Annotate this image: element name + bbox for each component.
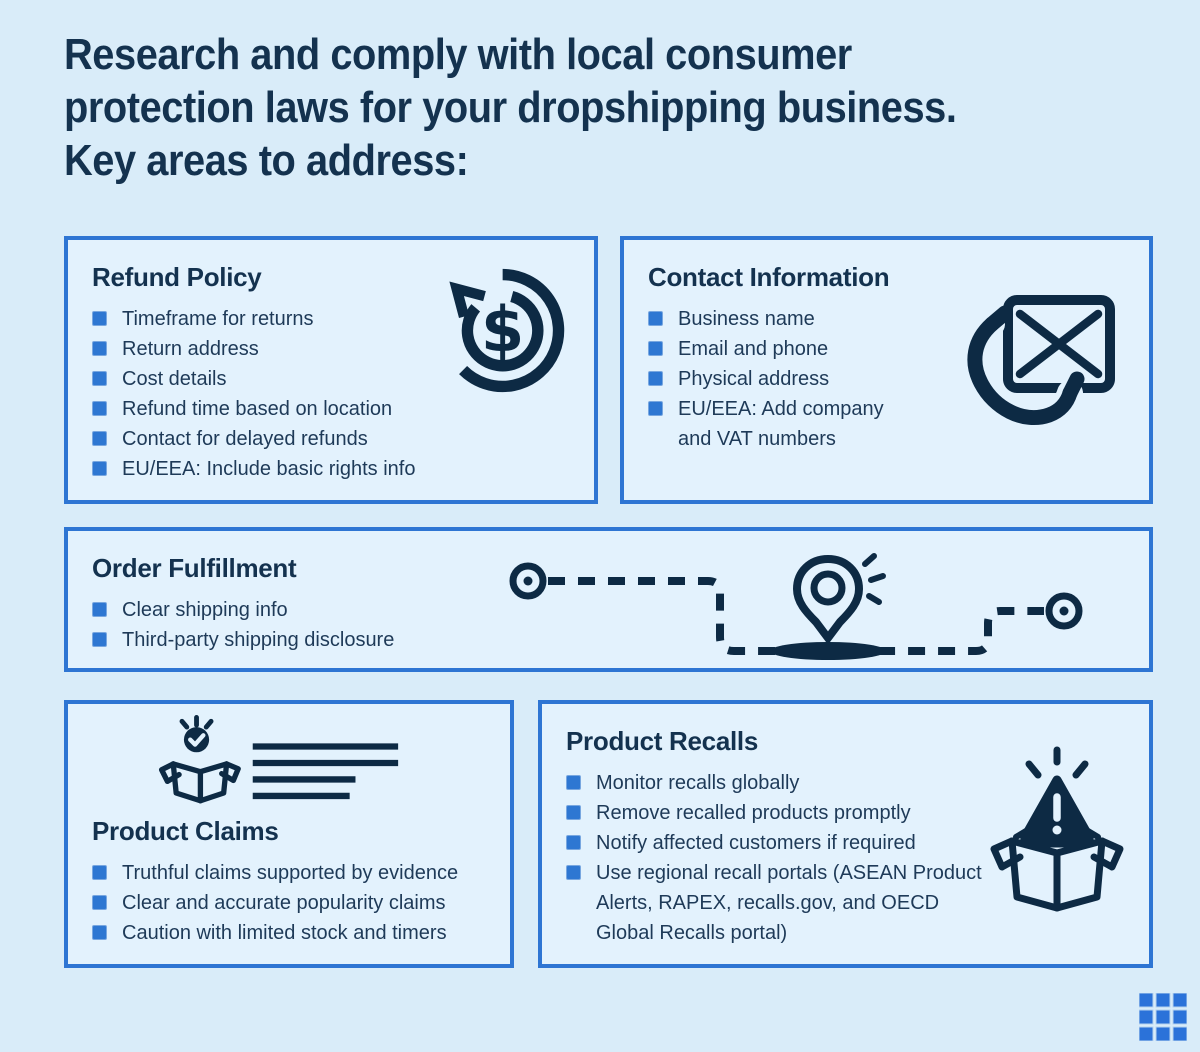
svg-text:$: $ — [481, 293, 524, 366]
grid-logo-icon — [1138, 992, 1188, 1042]
card-order-fulfillment: Order Fulfillment Clear shipping info Th… — [64, 527, 1153, 672]
list-item-text: Contact for delayed refunds — [122, 428, 368, 450]
bullet-square-icon — [566, 835, 581, 850]
bullet-square-icon — [92, 311, 107, 326]
bullet-list: Truthful claims supported by evidence Cl… — [92, 858, 486, 948]
list-item: Email and phone — [648, 334, 898, 364]
bullet-square-icon — [92, 371, 107, 386]
list-item: EU/EEA: Include basic rights info — [92, 454, 570, 484]
list-item: Cost details — [92, 364, 570, 394]
card-product-recalls: Product Recalls Monitor recalls globally… — [538, 700, 1153, 968]
list-item-text: Refund time based on location — [122, 398, 393, 420]
list-item-text: Use regional recall portals (ASEAN Produ… — [596, 862, 982, 944]
list-item-text: Cost details — [122, 368, 227, 390]
list-item-text: Remove recalled products promptly — [596, 802, 911, 824]
shipping-route-icon — [508, 551, 1108, 671]
list-item: Truthful claims supported by evidence — [92, 858, 486, 888]
list-item: Remove recalled products promptly — [566, 798, 990, 828]
bullet-square-icon — [566, 865, 581, 880]
refund-arrow-dollar-icon: $ — [426, 258, 571, 408]
list-item: EU/EEA: Add company and VAT numbers — [648, 394, 898, 454]
bullet-square-icon — [92, 602, 107, 617]
card-title: Product Claims — [92, 816, 279, 846]
list-item: Caution with limited stock and timers — [92, 918, 486, 948]
bullet-square-icon — [92, 865, 107, 880]
list-item-text: Email and phone — [678, 338, 829, 360]
page-title-line: Key areas to address: — [64, 136, 469, 185]
list-item: Use regional recall portals (ASEAN Produ… — [566, 858, 990, 948]
recall-warning-box-icon — [982, 744, 1132, 929]
card-product-claims: Product Claims Truthful claims supported… — [64, 700, 514, 968]
bullet-square-icon — [648, 341, 663, 356]
bullet-square-icon — [566, 805, 581, 820]
list-item-text: EU/EEA: Add company and VAT numbers — [678, 398, 884, 450]
list-item: Physical address — [648, 364, 898, 394]
list-item: Clear and accurate popularity claims — [92, 888, 486, 918]
list-item-text: Return address — [122, 338, 259, 360]
bullet-square-icon — [648, 311, 663, 326]
card-title: Product Recalls — [566, 726, 759, 756]
list-item-text: EU/EEA: Include basic rights info — [122, 458, 416, 480]
card-contact-information: Contact Information Business name Email … — [620, 236, 1153, 504]
bullet-square-icon — [92, 341, 107, 356]
card-title: Order Fulfillment — [92, 553, 297, 583]
bullet-list: Business name Email and phone Physical a… — [648, 304, 898, 454]
list-item: Return address — [92, 334, 570, 364]
list-item: Timeframe for returns — [92, 304, 570, 334]
bullet-square-icon — [648, 401, 663, 416]
bullet-square-icon — [92, 895, 107, 910]
list-item-text: Business name — [678, 308, 815, 330]
bullet-list: Monitor recalls globally Remove recalled… — [566, 768, 990, 948]
list-item-text: Caution with limited stock and timers — [122, 922, 447, 944]
list-item: Contact for delayed refunds — [92, 424, 570, 454]
list-item-text: Third-party shipping disclosure — [122, 629, 395, 651]
list-item-text: Clear shipping info — [122, 599, 288, 621]
bullet-square-icon — [92, 632, 107, 647]
list-item: Monitor recalls globally — [566, 768, 990, 798]
card-refund-policy: Refund Policy Timeframe for returns Retu… — [64, 236, 598, 504]
phone-envelope-icon — [950, 292, 1120, 442]
bullet-square-icon — [92, 925, 107, 940]
card-title: Refund Policy — [92, 262, 262, 292]
list-item: Notify affected customers if required — [566, 828, 990, 858]
page-title-line: Research and comply with local consumer — [64, 30, 852, 79]
bullet-square-icon — [92, 431, 107, 446]
list-item-text: Monitor recalls globally — [596, 772, 800, 794]
bullet-square-icon — [92, 401, 107, 416]
list-item: Clear shipping info — [92, 595, 1125, 625]
list-item-text: Truthful claims supported by evidence — [122, 862, 459, 884]
list-item-text: Notify affected customers if required — [596, 832, 916, 854]
list-item-text: Timeframe for returns — [122, 308, 314, 330]
verified-box-claims-icon — [150, 712, 402, 817]
bullet-square-icon — [566, 775, 581, 790]
bullet-square-icon — [648, 371, 663, 386]
list-item: Refund time based on location — [92, 394, 570, 424]
bullet-square-icon — [92, 461, 107, 476]
card-title: Contact Information — [648, 262, 890, 292]
list-item: Third-party shipping disclosure — [92, 625, 1125, 655]
bullet-list: Clear shipping info Third-party shipping… — [92, 595, 1125, 655]
list-item-text: Clear and accurate popularity claims — [122, 892, 446, 914]
bullet-list: Timeframe for returns Return address Cos… — [92, 304, 570, 484]
list-item-text: Physical address — [678, 368, 830, 390]
list-item: Business name — [648, 304, 898, 334]
page-title-line: protection laws for your dropshipping bu… — [64, 83, 957, 132]
